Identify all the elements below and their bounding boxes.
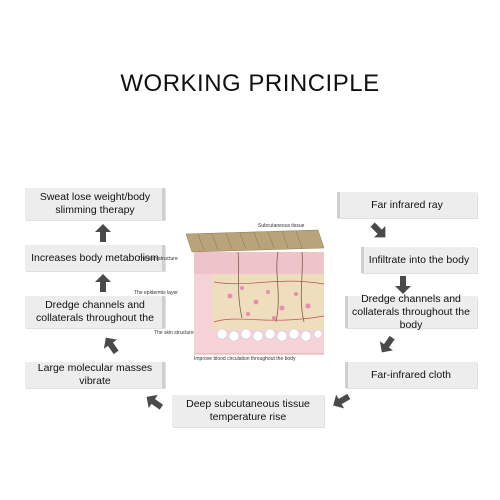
box-infiltrate-label: Infiltrate into the body (368, 253, 470, 266)
box-molecular-vibrate: Large molecular masses vibrate (25, 362, 165, 388)
box-dredge-right: Dredge channels and collaterals througho… (345, 293, 477, 331)
skin-diagram-svg (185, 229, 325, 355)
box-far-infrared-cloth: Far-infrared cloth (345, 362, 477, 388)
box-far-infrared-ray: Far infrared ray (337, 192, 477, 218)
box-molecular-label: Large molecular masses vibrate (37, 362, 153, 387)
box-metabolism-label: Increases body metabolism (31, 251, 159, 264)
box-infiltrate: Infiltrate into the body (361, 247, 477, 273)
arrow-icon (392, 274, 414, 296)
box-deep-label: Deep subcutaneous tissue temperature ris… (186, 398, 310, 423)
label-skin-structure-top: The skin structure (138, 256, 178, 262)
arrow-icon (92, 222, 114, 244)
label-circulation: Improve blood circulation throughout the… (194, 356, 296, 362)
page-title: WORKING PRINCIPLE (120, 70, 380, 97)
box-deep-subcutaneous: Deep subcutaneous tissue temperature ris… (172, 395, 324, 427)
label-skin-structure-bottom: The skin structure (154, 330, 194, 336)
arrow-icon (92, 272, 114, 294)
arrow-icon (139, 387, 170, 418)
arrow-icon (96, 330, 127, 361)
box-dredge-left-label: Dredge channels and collaterals througho… (36, 299, 154, 324)
arrow-icon (326, 386, 356, 416)
label-epidermis-layer: The epidermis layer (134, 290, 178, 296)
label-subcutaneous-tissue: Subcutaneous tissue (258, 223, 305, 229)
box-cloth-label: Far-infrared cloth (371, 368, 451, 381)
skin-structure-illustration: Subcutaneous tissue The skin structure T… (134, 222, 332, 362)
arrow-icon (372, 330, 403, 361)
arrow-icon (363, 215, 394, 246)
box-dredge-left: Dredge channels and collaterals througho… (25, 296, 165, 328)
box-increases-metabolism: Increases body metabolism (25, 245, 165, 271)
box-sweat-lose-weight: Sweat lose weight/body slimming therapy (25, 188, 165, 220)
box-dredge-right-label: Dredge channels and collaterals througho… (352, 292, 470, 331)
box-far-infrared-ray-label: Far infrared ray (371, 198, 443, 211)
box-sweat-label: Sweat lose weight/body slimming therapy (39, 191, 151, 216)
